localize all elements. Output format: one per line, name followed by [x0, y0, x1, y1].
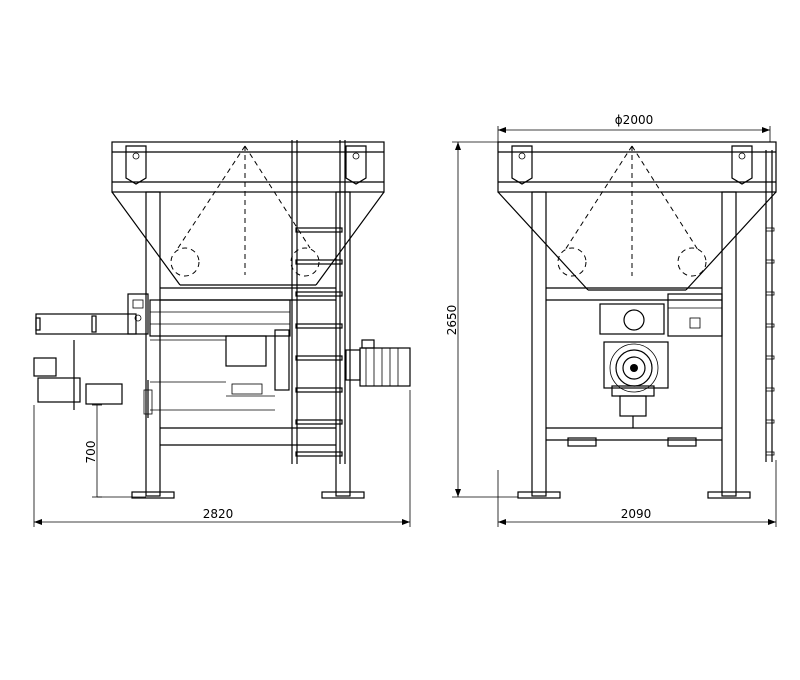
side-hopper-top [111, 141, 385, 193]
dim-2650-label: 2650 [445, 305, 459, 336]
side-hopper-cone [111, 145, 385, 286]
side-view: 700 2820 [33, 140, 411, 527]
dim-2090: 2090 [497, 460, 777, 527]
front-view: ϕ2000 2650 2090 [445, 113, 777, 527]
front-hopper-top [497, 141, 777, 193]
dim-phi2000: ϕ2000 [497, 113, 771, 142]
front-ladder [765, 150, 775, 462]
side-legs [131, 191, 365, 499]
dim-2820: 2820 [33, 390, 411, 527]
dim-2090-label: 2090 [621, 507, 652, 521]
front-hopper-cone [497, 145, 777, 291]
front-legs [517, 191, 751, 499]
side-left-motor [33, 340, 153, 418]
side-right-motor [345, 339, 411, 387]
dim-700: 700 [84, 404, 146, 498]
front-feeder [599, 293, 723, 428]
side-conveyor [35, 293, 291, 411]
side-ladder [291, 140, 346, 464]
dim-phi2000-label: ϕ2000 [615, 113, 653, 127]
dim-700-label: 700 [84, 441, 98, 464]
dim-2820-label: 2820 [203, 507, 234, 521]
dim-2650: 2650 [445, 141, 518, 498]
